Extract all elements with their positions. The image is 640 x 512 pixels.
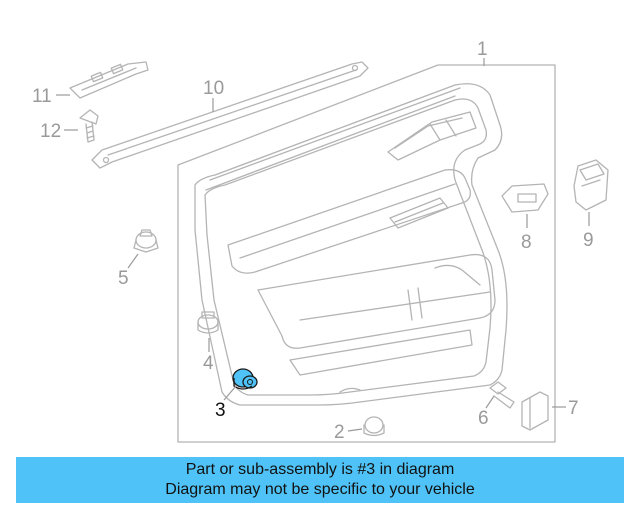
door-trim-panel xyxy=(177,64,556,443)
upper-molding xyxy=(69,61,149,99)
callout-5: 5 xyxy=(118,268,129,289)
callout-9: 9 xyxy=(583,230,594,251)
callout-10: 10 xyxy=(203,78,224,99)
clip-5 xyxy=(133,229,159,253)
belt-weatherstrip xyxy=(91,61,369,169)
window-switch-9 xyxy=(573,159,609,211)
callout-3: 3 xyxy=(215,400,226,421)
screw-6 xyxy=(489,381,515,409)
cap-7 xyxy=(521,391,549,431)
callout-12: 12 xyxy=(40,121,61,142)
callout-6: 6 xyxy=(478,408,489,429)
retainer-3-highlighted xyxy=(232,368,258,390)
banner-line-2: Diagram may not be specific to your vehi… xyxy=(165,481,475,498)
leader-lines xyxy=(56,58,590,432)
exploded-parts-diagram: 1 10 11 12 5 4 3 2 6 7 8 9 xyxy=(32,39,609,443)
clip-2 xyxy=(363,416,385,437)
callout-11: 11 xyxy=(32,86,52,107)
callout-2: 2 xyxy=(334,422,345,443)
switch-bezel-8 xyxy=(501,183,549,213)
callout-4: 4 xyxy=(203,353,214,374)
retainer-4 xyxy=(197,311,219,334)
callout-8: 8 xyxy=(521,232,532,253)
callout-7: 7 xyxy=(568,398,579,419)
screw xyxy=(79,109,99,143)
info-banner: Part or sub-assembly is #3 in diagram Di… xyxy=(16,457,624,503)
callout-1: 1 xyxy=(477,39,488,60)
banner-line-1: Part or sub-assembly is #3 in diagram xyxy=(185,461,455,478)
